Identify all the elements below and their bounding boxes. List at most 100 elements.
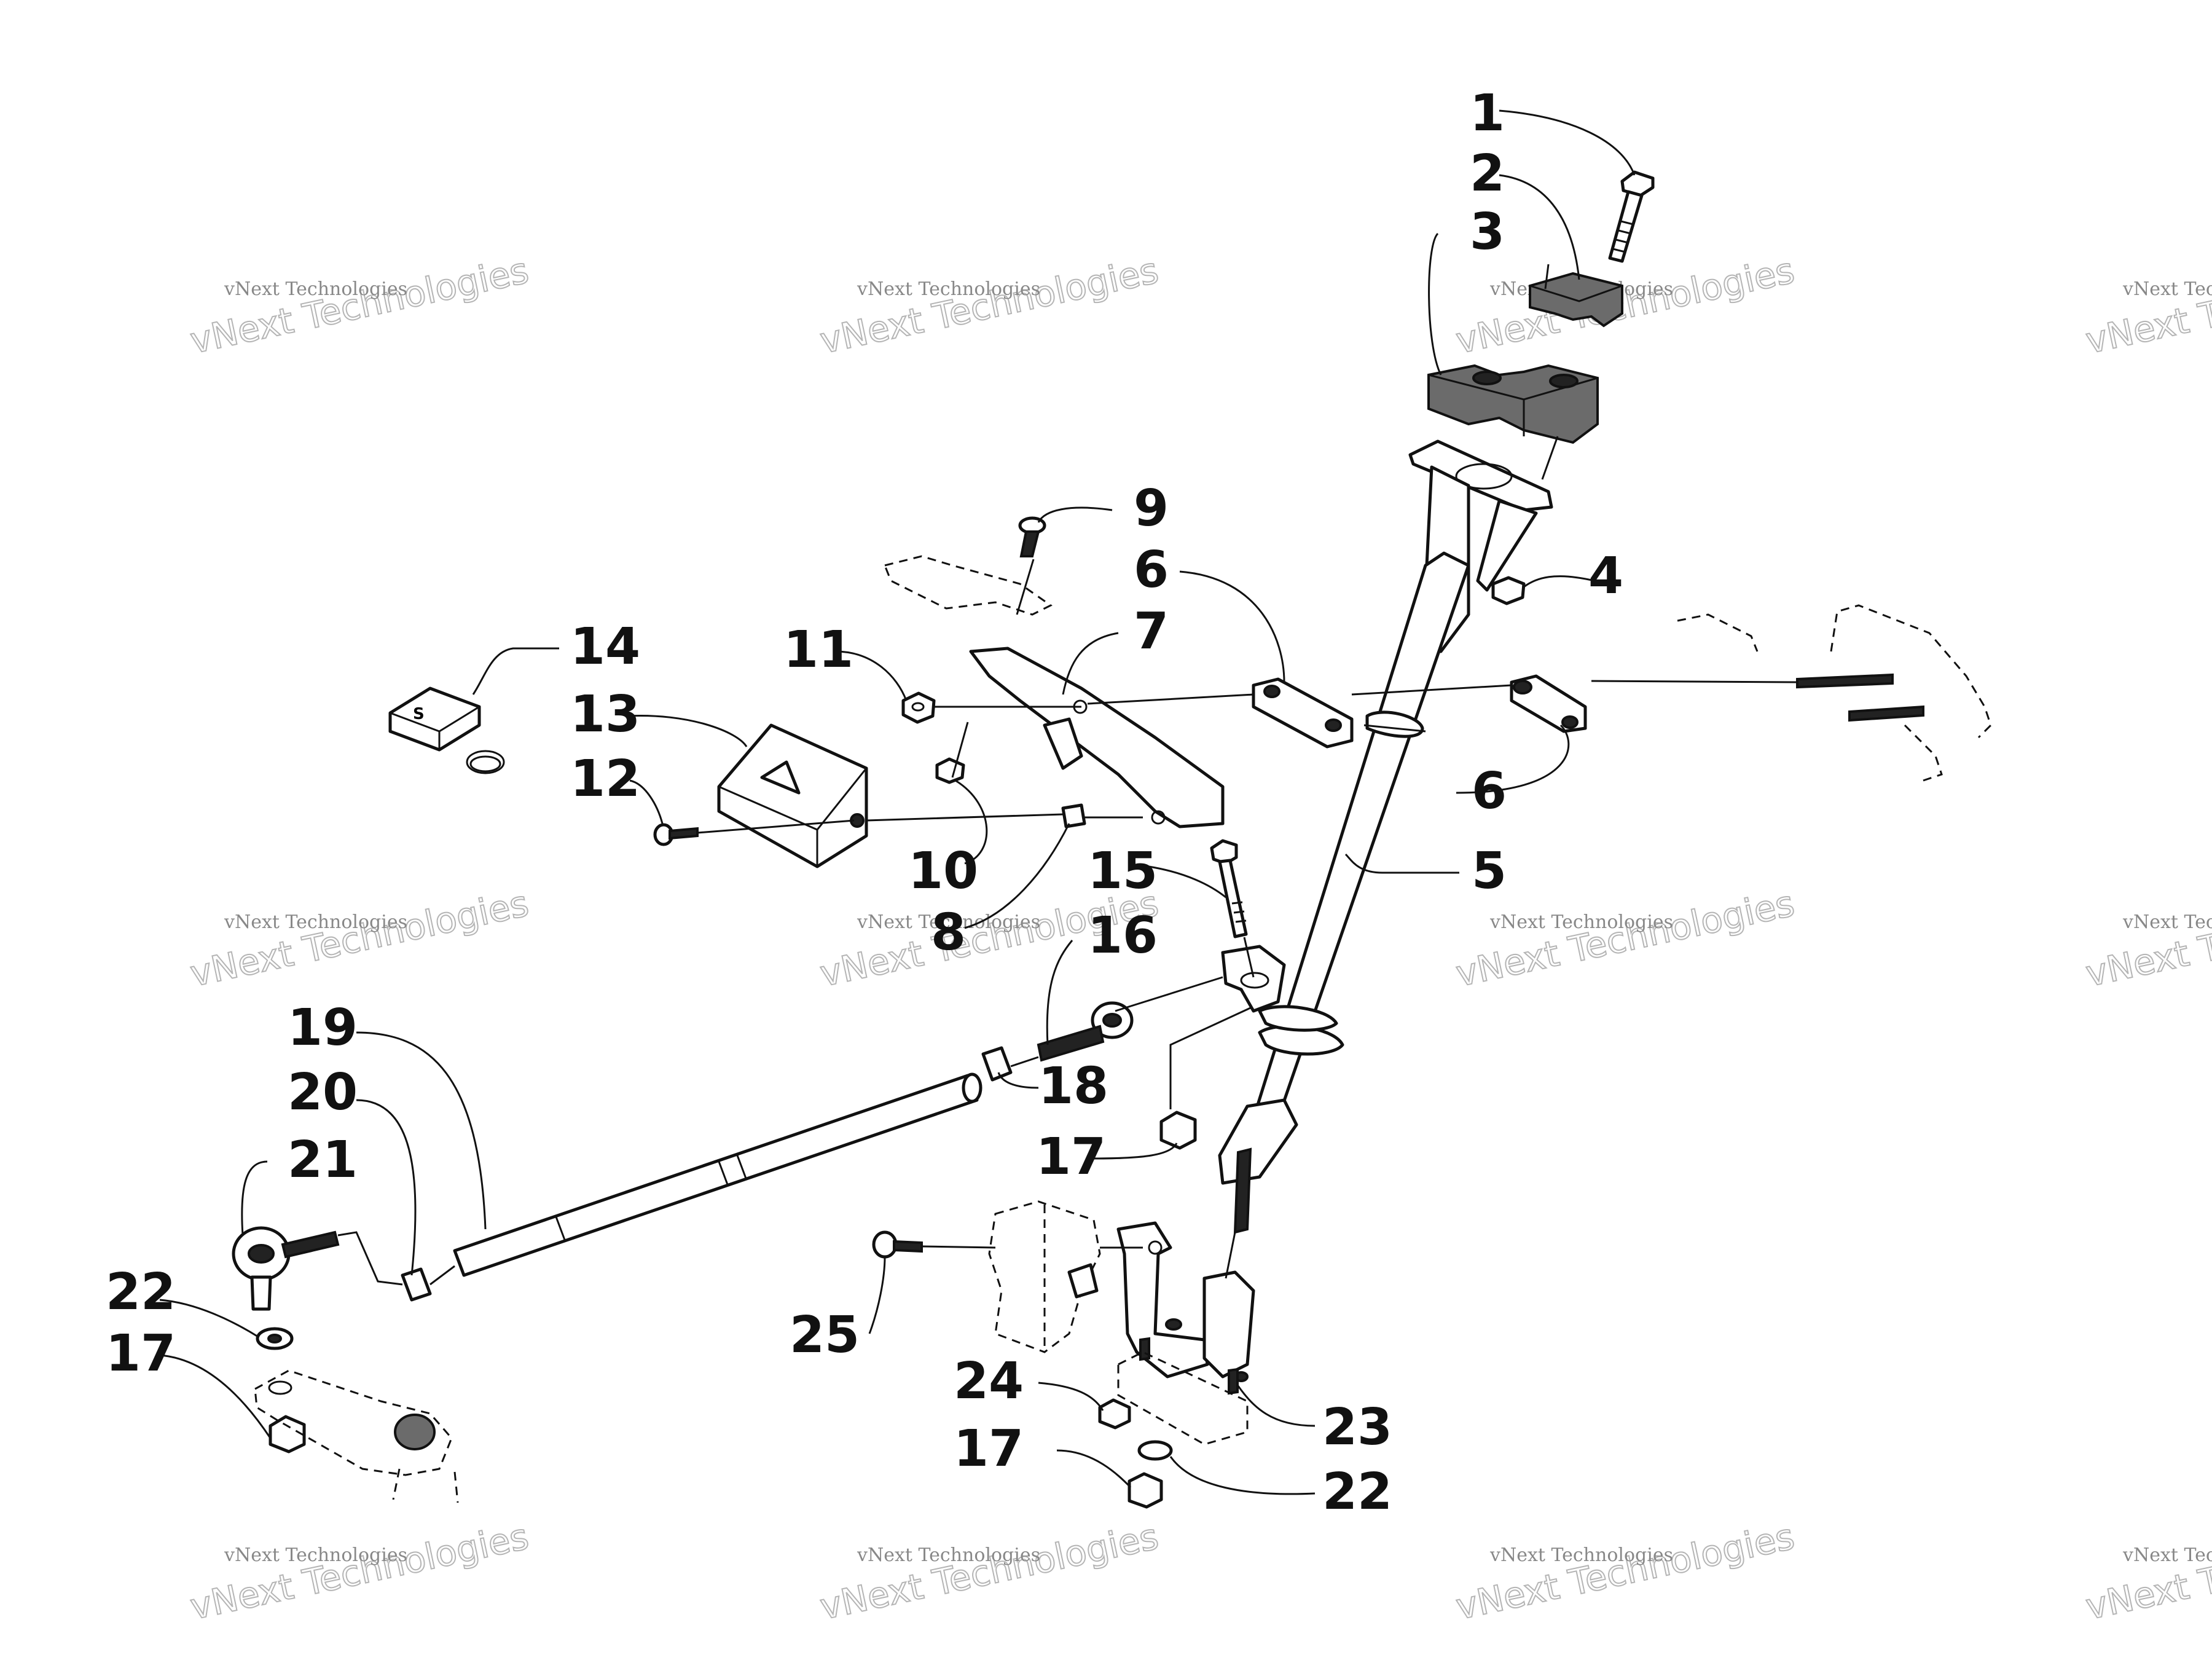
watermark-small-text: vNext Technologies <box>2122 1544 2212 1566</box>
callout-17c: 17 <box>954 1420 1024 1478</box>
leader-2 <box>1499 174 1580 280</box>
leader-25 <box>868 1256 886 1334</box>
part-10-nut <box>935 757 965 784</box>
watermark-tile: vNext Technologies vNext Technologies <box>1452 249 1798 363</box>
reference-frame-right <box>1677 604 1992 782</box>
part-12-screw <box>653 823 699 846</box>
leader-17a <box>1093 1143 1178 1160</box>
callout-4: 4 <box>1588 547 1623 605</box>
watermark-small-text: vNext Technologies <box>1489 1544 1673 1566</box>
reference-pitman-arm <box>254 1369 459 1503</box>
part-6-link-right <box>1510 674 1587 733</box>
leader-9 <box>1037 506 1113 523</box>
watermark-tile: vNext Technologies vNext Technologies <box>816 249 1163 363</box>
leader-1 <box>1499 109 1636 176</box>
leader-22a <box>159 1299 259 1338</box>
watermark-large-text: vNext Technologies <box>187 250 532 362</box>
callout-20: 20 <box>288 1063 358 1122</box>
part-19-tie-rod <box>453 1072 982 1277</box>
leader-22b <box>1169 1456 1316 1495</box>
callout-12: 12 <box>570 750 640 808</box>
part-22-washer-left <box>256 1327 294 1350</box>
alignment-lines <box>337 264 1798 1286</box>
part-4-nut <box>1491 576 1526 605</box>
watermark-tile: vNext Technologies vNext Technologies <box>2082 882 2212 996</box>
callout-14: 14 <box>570 618 640 676</box>
callout-25: 25 <box>790 1306 860 1364</box>
part-17-nut-upper <box>1159 1111 1197 1150</box>
callout-15: 15 <box>1088 842 1158 900</box>
part-16-tie-rod-end <box>1037 1001 1134 1062</box>
part-9-screw <box>1018 516 1046 557</box>
part-13-control-box <box>717 723 868 868</box>
leader-3 <box>1428 232 1442 376</box>
callout-6b: 6 <box>1472 762 1507 820</box>
part-6-link-left <box>1252 677 1354 749</box>
part-22-washer-lower <box>1137 1440 1173 1461</box>
watermark-tile: vNext Technologies vNext Technologies <box>816 1515 1163 1629</box>
watermark-small-text: vNext Technologies <box>224 1544 407 1566</box>
reference-bracket-upper <box>883 555 1053 616</box>
watermarks: vNext Technologies vNext Technologies vN… <box>186 249 2212 1629</box>
callout-3: 3 <box>1470 203 1505 261</box>
part-1-bolt <box>1608 170 1655 263</box>
watermark-small-text: vNext Technologies <box>224 911 407 933</box>
part-18-jam-nut <box>981 1046 1013 1082</box>
callout-1: 1 <box>1470 84 1505 143</box>
callout-8: 8 <box>931 903 966 962</box>
watermark-tile: vNext Technologies vNext Technologies <box>1452 1515 1798 1629</box>
leader-17b <box>159 1354 272 1439</box>
leader-5 <box>1344 853 1459 874</box>
leader-7 <box>1062 632 1119 695</box>
watermark-large-text: vNext Technologies <box>1453 250 1798 362</box>
leader-4 <box>1523 575 1595 588</box>
part-25-screw <box>872 1230 923 1259</box>
threaded-studs <box>1796 673 1924 722</box>
leader-8 <box>964 823 1070 929</box>
leader-20 <box>356 1099 417 1276</box>
callout-22b: 22 <box>1322 1463 1392 1521</box>
leader-18 <box>997 1072 1039 1089</box>
part-20-jam-nut <box>401 1267 432 1302</box>
leader-16 <box>1046 940 1073 1045</box>
watermark-large-text: vNext Technologies <box>2082 883 2212 995</box>
leader-11 <box>835 650 908 701</box>
callout-11: 11 <box>783 621 853 679</box>
leader-17c <box>1056 1449 1132 1489</box>
part-8-bushing <box>1061 803 1086 828</box>
callout-9: 9 <box>1134 479 1169 538</box>
callout-2: 2 <box>1470 144 1505 203</box>
watermark-tile: vNext Technologies vNext Technologies <box>186 1515 533 1629</box>
part-23-bracket <box>1116 1221 1255 1395</box>
watermark-large-text: vNext Technologies <box>817 250 1162 362</box>
tag-emblem: S <box>413 705 425 723</box>
callout-21: 21 <box>288 1131 358 1189</box>
part-7-bracket <box>969 647 1225 828</box>
callout-7: 7 <box>1134 602 1169 661</box>
part-14-tag: S <box>388 686 505 774</box>
watermark-small-text: vNext Technologies <box>1489 911 1673 933</box>
callout-17b: 17 <box>106 1324 176 1383</box>
callout-13: 13 <box>570 685 640 744</box>
callout-19: 19 <box>288 999 358 1057</box>
callout-22a: 22 <box>106 1263 176 1321</box>
watermark-small-text: vNext Technologies <box>2122 911 2212 933</box>
watermark-large-text: vNext Technologies <box>2082 250 2212 362</box>
watermark-large-text: vNext Technologies <box>187 883 532 995</box>
leader-6a <box>1179 570 1285 683</box>
watermark-small-text: vNext Technologies <box>2122 278 2212 300</box>
callout-6a: 6 <box>1134 541 1169 599</box>
watermark-tile: vNext Technologies vNext Technologies <box>2082 1515 2212 1629</box>
callout-5: 5 <box>1472 842 1507 900</box>
leader-15 <box>1148 865 1226 899</box>
leader-13 <box>626 714 748 747</box>
part-24-nut <box>1098 1398 1131 1430</box>
part-17-nut-lower <box>1128 1472 1163 1509</box>
part-2-clamp-cap <box>1529 272 1623 328</box>
leader-12 <box>629 779 664 824</box>
part-15-bolt <box>1210 839 1248 938</box>
part-17-nut-lower-left <box>269 1415 306 1453</box>
part-3-clamp-block <box>1427 364 1599 444</box>
leader-24 <box>1038 1382 1104 1411</box>
